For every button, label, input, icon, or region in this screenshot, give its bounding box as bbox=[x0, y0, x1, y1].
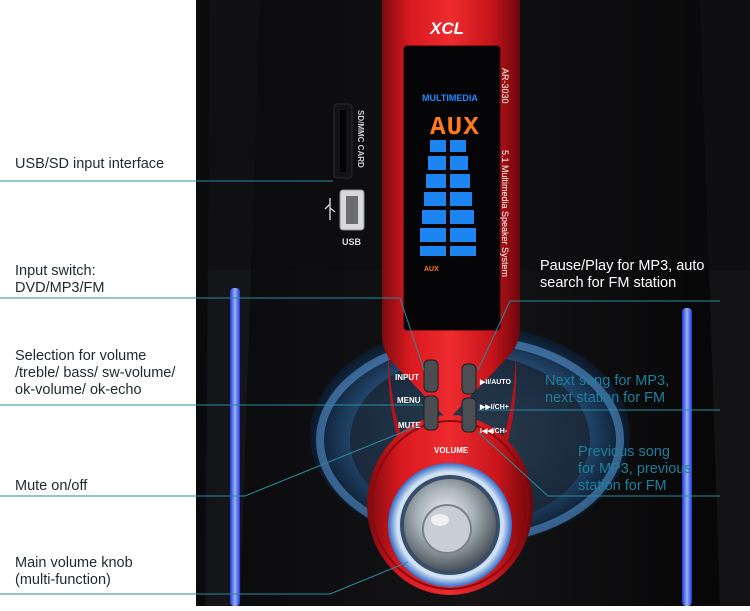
display-source-text: AUX bbox=[424, 266, 439, 273]
menu-button bbox=[423, 395, 439, 431]
callout-main-knob: Main volume knob (multi-function) bbox=[15, 555, 133, 588]
brand-logo: XCL bbox=[429, 19, 464, 38]
callout-usb-sd: USB/SD input interface bbox=[15, 156, 165, 172]
callout-pause-play: Pause/Play for MP3, auto search for FM s… bbox=[540, 258, 705, 291]
callout-mute: Mute on/off bbox=[15, 478, 88, 494]
next-button-label: ▶▶I/CH+ bbox=[479, 404, 509, 411]
usb-label: USB bbox=[342, 237, 362, 247]
callout-selection: Selection for volume /treble/ bass/ sw-v… bbox=[15, 348, 176, 398]
display-header: MULTIMEDIA bbox=[422, 93, 478, 103]
input-button bbox=[423, 359, 439, 393]
spectrum-bars bbox=[420, 140, 476, 256]
callout-input-switch: Input switch: DVD/MP3/FM bbox=[15, 263, 105, 296]
left-led-strip bbox=[230, 288, 240, 606]
play-button bbox=[461, 363, 477, 395]
right-led-strip bbox=[682, 308, 692, 606]
callout-next-song: Next song for MP3, next station for FM bbox=[545, 373, 670, 406]
leader-lines bbox=[0, 180, 720, 595]
model-label: AR-3030 bbox=[500, 68, 510, 104]
volume-label: VOLUME bbox=[434, 446, 469, 455]
next-button bbox=[461, 397, 477, 433]
usb-icon bbox=[324, 198, 336, 220]
tagline-label: 5.1 Multimedia Speaker System bbox=[500, 150, 510, 277]
sd-label: SD/MMC CARD bbox=[356, 110, 365, 168]
play-button-label: ▶II/AUTO bbox=[479, 379, 511, 386]
display-mode-text: AUX bbox=[430, 112, 480, 142]
callout-prev-song: Previous song for MP3, previous station … bbox=[578, 444, 692, 494]
menu-button-label: MENU bbox=[397, 396, 421, 405]
input-button-label: INPUT bbox=[395, 373, 419, 382]
mute-button-label: MUTE bbox=[398, 421, 421, 430]
prev-button-label: I◀◀/CH- bbox=[480, 428, 508, 435]
